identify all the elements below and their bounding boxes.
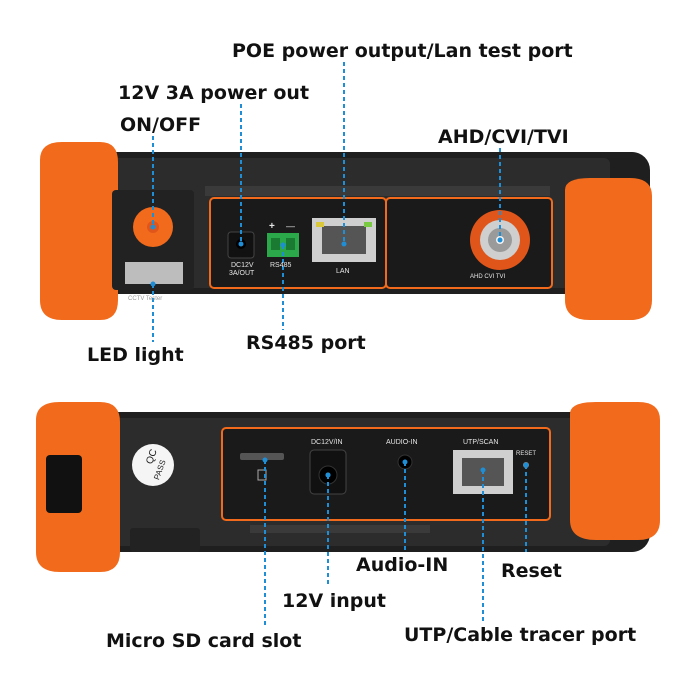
minus-text: — — [286, 221, 295, 231]
label-ahd: AHD/CVI/TVI — [438, 126, 569, 148]
dc12v-out-text-2: 3A/OUT — [229, 270, 255, 277]
label-audio-in: Audio-IN — [356, 554, 449, 576]
audio-in-device-text: AUDIO-IN — [386, 439, 418, 446]
dc12v-out-text: DC12V — [231, 262, 254, 269]
bottom-device — [36, 402, 660, 572]
label-rs485: RS485 port — [246, 332, 366, 354]
label-utp: UTP/Cable tracer port — [404, 624, 637, 646]
label-led: LED light — [87, 344, 184, 366]
plus-text: + — [269, 221, 275, 232]
label-reset: Reset — [501, 560, 562, 582]
label-onoff: ON/OFF — [120, 114, 202, 136]
led-light-shape — [125, 262, 183, 284]
label-power-out: 12V 3A power out — [118, 82, 310, 104]
brand-text: CCTV Tester — [128, 296, 163, 302]
top-device — [40, 142, 652, 320]
dc12v-in-text: DC12V/IN — [311, 439, 343, 446]
label-12v-input: 12V input — [282, 590, 387, 612]
utp-scan-text: UTP/SCAN — [463, 439, 499, 446]
callout-lines — [152, 62, 527, 628]
rs485-device-text: RS485 — [270, 262, 292, 269]
label-sd-slot: Micro SD card slot — [106, 630, 302, 652]
label-poe: POE power output/Lan test port — [232, 40, 573, 62]
ahd-device-text: AHD CVI TVI — [470, 274, 506, 280]
lan-device-text: LAN — [336, 268, 350, 275]
reset-device-text: RESET — [516, 451, 537, 457]
